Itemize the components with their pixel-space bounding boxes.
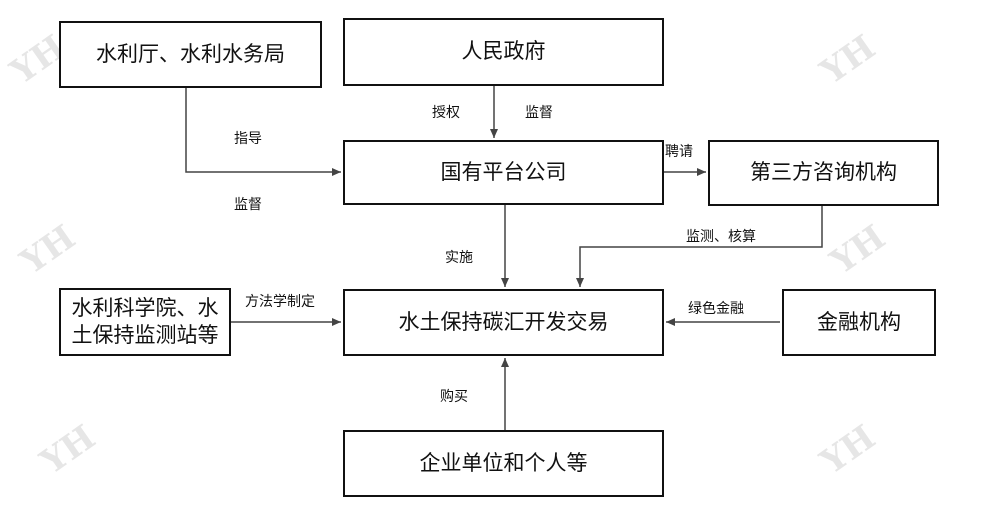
box-buyers: 企业单位和个人等 [343, 430, 664, 497]
label-purchase: 购买 [440, 389, 468, 405]
box-water-dept: 水利厅、水利水务局 [59, 21, 322, 88]
label-supervise-gov: 监督 [525, 105, 553, 121]
label-green-finance: 绿色金融 [688, 301, 744, 317]
box-people-gov: 人民政府 [343, 18, 664, 86]
label-authorize: 授权 [432, 105, 460, 121]
label-hire: 聘请 [665, 144, 693, 160]
arrow-dept-to-platform [185, 88, 341, 176]
label-implement: 实施 [445, 250, 473, 266]
box-third-party: 第三方咨询机构 [708, 140, 939, 206]
box-state-platform: 国有平台公司 [343, 140, 664, 205]
box-institute: 水利科学院、水土保持监测站等 [59, 288, 231, 356]
label-monitor-account: 监测、核算 [686, 229, 756, 245]
box-finance: 金融机构 [782, 289, 936, 356]
label-supervise-dept: 监督 [234, 197, 262, 213]
box-carbon-trade: 水土保持碳汇开发交易 [343, 289, 664, 356]
label-guide: 指导 [234, 131, 262, 147]
arrow-third-to-trade [576, 206, 823, 287]
label-methodology: 方法学制定 [245, 294, 315, 310]
